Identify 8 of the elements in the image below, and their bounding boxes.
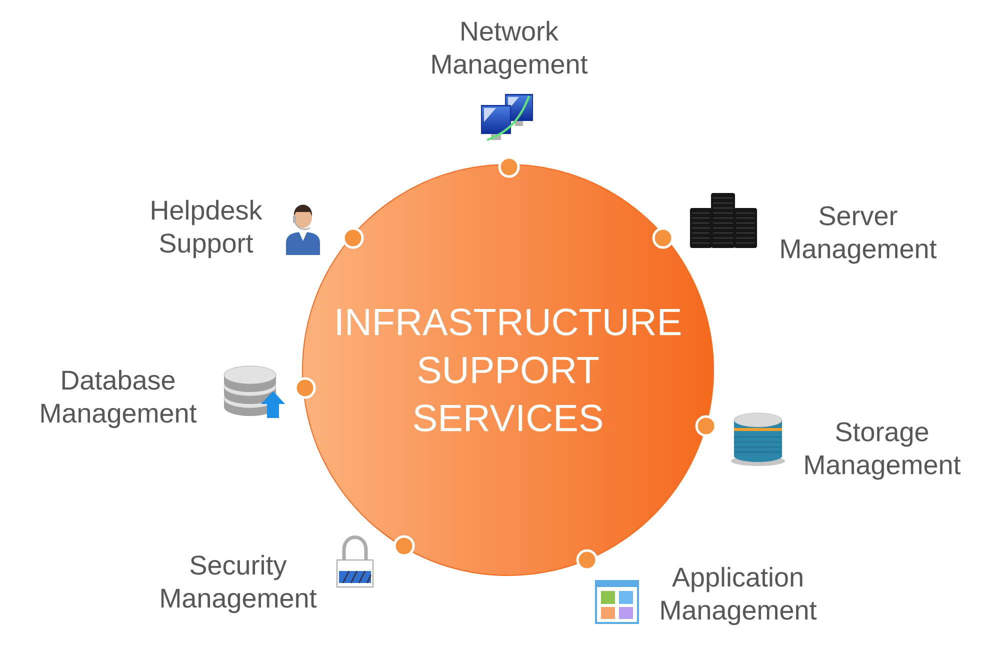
hub-title: INFRASTRUCTURE SUPPORT SERVICES bbox=[337, 308, 681, 432]
service-label: Server Management bbox=[781, 206, 937, 264]
service-label: Network Management bbox=[432, 20, 588, 80]
service-label: Security Management bbox=[161, 554, 317, 614]
service-label: Database Management bbox=[41, 370, 197, 428]
service-label: Application Management bbox=[661, 566, 817, 626]
service-label: Storage Management bbox=[805, 422, 961, 480]
service-label: Helpdesk Support bbox=[152, 200, 262, 258]
